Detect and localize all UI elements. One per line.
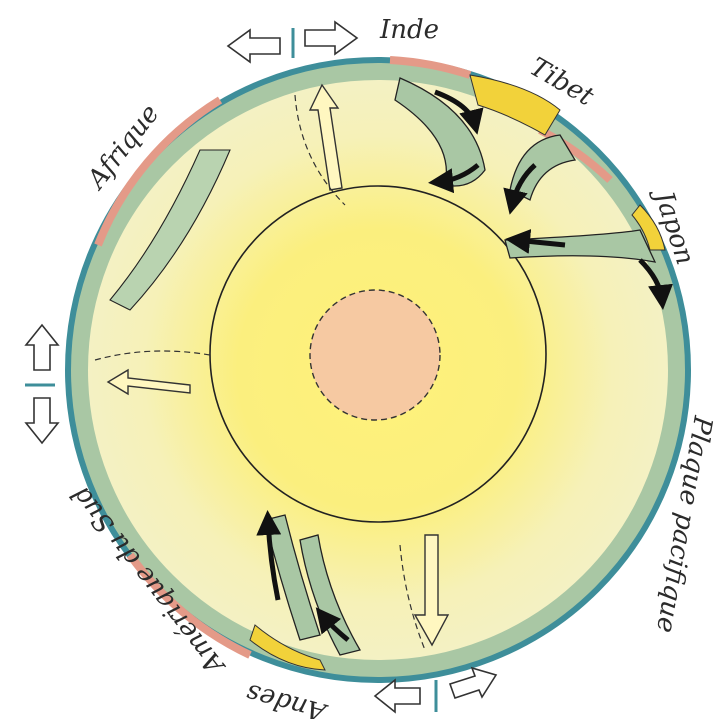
inner-core	[310, 290, 440, 420]
label-andes: Andes	[243, 677, 331, 719]
label-inde: Inde	[379, 15, 439, 45]
ridge-arrows-left	[25, 325, 58, 443]
ridge-arrows-top	[228, 22, 357, 62]
